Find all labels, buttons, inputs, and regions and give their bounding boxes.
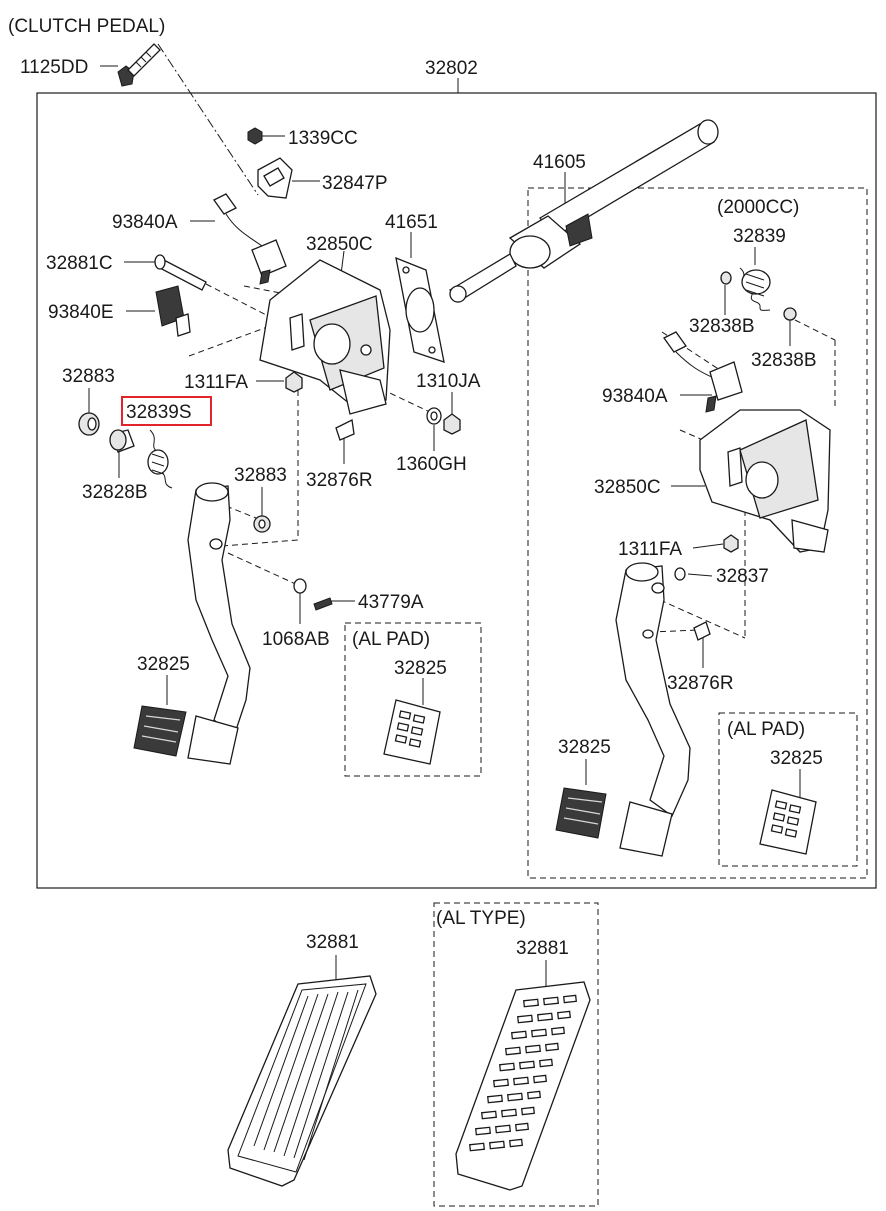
washer-1068AB	[293, 578, 307, 594]
bushing-32838B-a	[720, 271, 732, 285]
label-32847P[interactable]: 32847P	[322, 173, 388, 194]
bracket-32850C-right	[699, 409, 831, 553]
label-93840E[interactable]: 93840E	[48, 302, 114, 323]
label-32825-left[interactable]: 32825	[137, 654, 190, 675]
label-1311FA-right[interactable]: 1311FA	[618, 539, 682, 560]
nut-1339CC	[247, 127, 263, 145]
label-32881-al[interactable]: 32881	[516, 938, 569, 959]
al-pad-32825-left	[383, 699, 441, 765]
clutch-pedal-pad	[187, 715, 239, 765]
label-32802[interactable]: 32802	[425, 58, 478, 79]
label-32883-a[interactable]: 32883	[62, 366, 115, 387]
label-32839[interactable]: 32839	[733, 226, 786, 247]
part-labels: 1125DD 32802 1339CC 32847P 41605 93840A …	[20, 57, 823, 959]
label-43779A[interactable]: 43779A	[358, 592, 424, 613]
label-32839S[interactable]: 32839S	[126, 402, 192, 423]
clutch-pedal-arm-right	[615, 562, 691, 817]
clip-32837	[674, 567, 686, 581]
nut-1310JA	[443, 413, 461, 435]
label-1311FA-left[interactable]: 1311FA	[184, 372, 248, 393]
al-pad-right-box	[718, 712, 858, 867]
label-1068AB[interactable]: 1068AB	[262, 629, 330, 650]
bracket-32850C-left	[259, 259, 391, 415]
label-1310JA[interactable]: 1310JA	[416, 371, 481, 392]
label-93840A-right[interactable]: 93840A	[602, 386, 668, 407]
bushing-32883-b	[253, 515, 271, 533]
switch-93840A-right	[663, 331, 743, 413]
bracket-32847P	[257, 157, 293, 199]
label-41605[interactable]: 41605	[533, 152, 586, 173]
clip-43779A	[313, 597, 333, 611]
pedal-pad-32825-right	[555, 787, 607, 839]
label-93840A-left[interactable]: 93840A	[112, 212, 178, 233]
al-type-title: (AL TYPE)	[436, 908, 526, 929]
label-32825-alpad-left[interactable]: 32825	[394, 658, 447, 679]
label-32876R-right[interactable]: 32876R	[667, 673, 734, 694]
label-32881C[interactable]: 32881C	[46, 253, 113, 274]
label-32850C-right[interactable]: 32850C	[594, 477, 661, 498]
nut-1311FA-left	[285, 371, 303, 393]
gasket-41651	[395, 256, 445, 363]
pedal-pad-32825-left	[133, 705, 187, 757]
bushing-32883-a	[78, 412, 100, 436]
label-32825-alpad-right[interactable]: 32825	[770, 748, 823, 769]
label-32838B-b[interactable]: 32838B	[751, 350, 817, 371]
label-1125DD[interactable]: 1125DD	[20, 57, 88, 78]
al-pad-32825-right	[759, 789, 817, 855]
accelerator-pedal-32881	[227, 975, 377, 1187]
label-32838B-a[interactable]: 32838B	[689, 316, 755, 337]
master-cylinder-41605	[449, 119, 719, 303]
clutch-pedal-pad-right	[619, 801, 673, 857]
engine-2000cc-title: (2000CC)	[717, 197, 799, 218]
label-32883-b[interactable]: 32883	[234, 465, 287, 486]
al-pad-left-box	[344, 622, 482, 777]
pin-32881C	[154, 254, 207, 291]
collar-32828B	[109, 429, 135, 453]
nut-1311FA-right	[723, 534, 739, 553]
main-assembly-frame	[36, 92, 877, 889]
bushing-32838B-b	[783, 307, 797, 321]
label-32850C-left[interactable]: 32850C	[306, 234, 373, 255]
label-32881[interactable]: 32881	[306, 932, 359, 953]
engine-2000cc-box	[527, 187, 868, 879]
accelerator-pedal-32881-al	[455, 981, 591, 1191]
al-pad-left-title: (AL PAD)	[352, 629, 430, 650]
label-32876R-left[interactable]: 32876R	[306, 470, 373, 491]
stopper-32876R-left	[335, 419, 355, 441]
label-32837[interactable]: 32837	[716, 566, 769, 587]
al-type-box	[433, 902, 599, 1207]
label-1360GH[interactable]: 1360GH	[396, 454, 467, 475]
highlight-32839S-box	[121, 396, 212, 426]
label-32828B[interactable]: 32828B	[82, 482, 148, 503]
spring-32839S	[147, 429, 173, 489]
switch-93840A-left	[213, 193, 287, 285]
washer-1360GH	[426, 407, 442, 425]
clutch-pedal-title: (CLUTCH PEDAL)	[8, 16, 165, 37]
al-pad-right-title: (AL PAD)	[727, 719, 805, 740]
clutch-pedal-arm	[187, 482, 251, 738]
label-32825-right[interactable]: 32825	[558, 737, 611, 758]
label-1339CC[interactable]: 1339CC	[288, 128, 358, 149]
label-41651[interactable]: 41651	[385, 212, 438, 233]
sensor-93840E	[155, 285, 191, 337]
spring-32839	[739, 267, 771, 311]
bolt-1125DD	[117, 43, 161, 87]
stopper-32876R-right	[693, 621, 711, 641]
